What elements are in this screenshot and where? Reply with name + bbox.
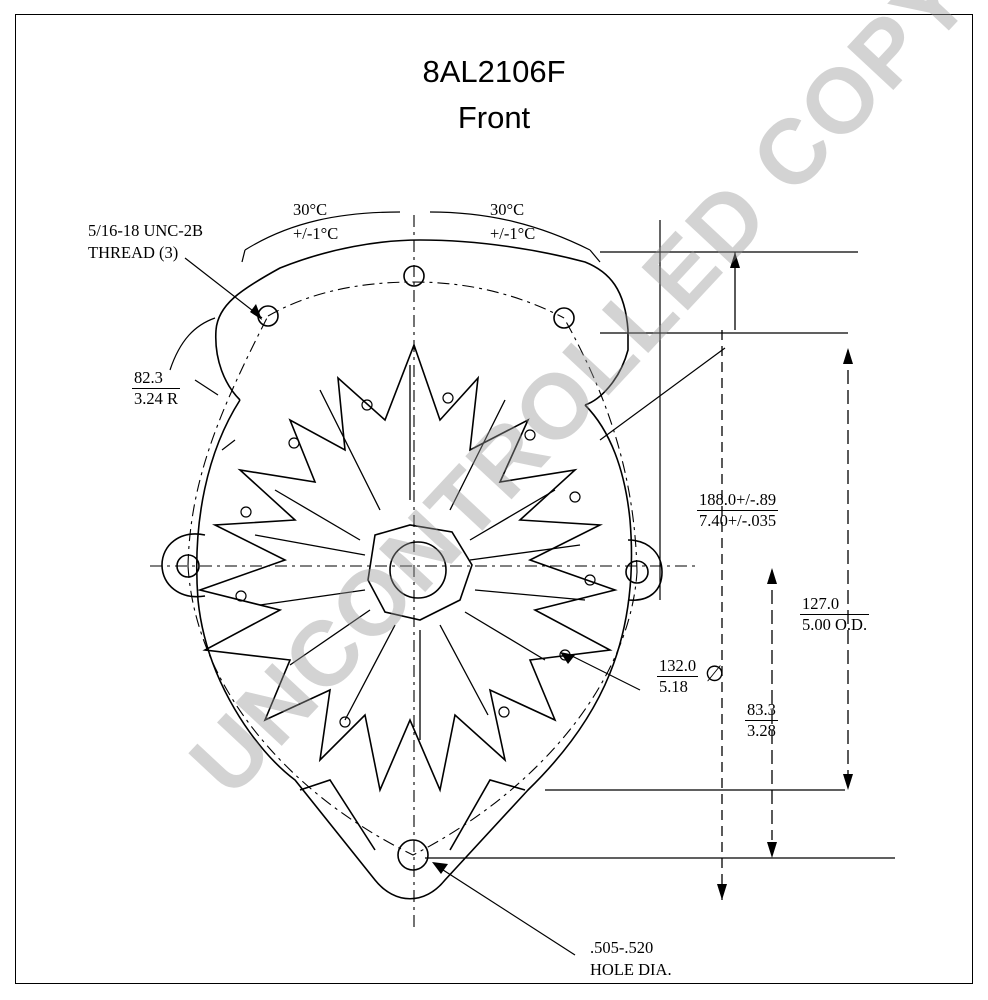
rivets [235,392,596,728]
top-mount-lug [215,239,629,406]
housing-outline [195,399,633,900]
bolt-circle-dimension: 132.0 5.18 [657,656,699,697]
bottom-hole [397,839,429,871]
left-ear [161,533,206,598]
extension-lines [425,220,895,859]
thread-count: THREAD (3) [88,243,179,262]
radius-dimension: 82.3 3.24 R [132,368,181,409]
right-thread-hole [553,307,575,329]
diameter-symbol: ∅ [705,661,725,686]
bolt-circle-imperial: 5.18 [659,677,688,696]
overall-height-imperial: 7.40+/-.035 [699,511,777,530]
view-title: Front [457,100,531,135]
radius-arc [169,317,216,371]
center-height-imperial: 3.28 [747,721,776,740]
lug-left-edge [215,329,241,401]
center-height-dimension: 83.3 3.28 [745,700,778,741]
bolt-circle-metric: 132.0 [657,656,699,677]
drawing-frame [15,14,973,984]
body-od-imperial: 5.00 O.D. [802,615,868,634]
part-number-title: 8AL2106F [422,54,566,89]
center-height-metric: 83.3 [745,700,778,721]
dimension-lines [721,252,849,900]
fan-ribs [254,365,586,740]
shaft [389,541,447,599]
body-od-dimension: 127.0 5.00 O.D. [800,594,870,635]
foot-inner [299,779,526,851]
angle-right-tolerance: +/-1°C [490,224,536,243]
thread-spec: 5/16-18 UNC-2B [88,221,204,240]
right-ear [627,539,663,601]
angle-arcs [241,211,601,263]
angle-left-value: 30°C [293,200,328,219]
overall-height-metric: 188.0+/-.89 [697,490,779,511]
hole-diameter-value: .505-.520 [590,938,654,957]
angle-left-tolerance: +/-1°C [293,224,339,243]
center-lines [150,215,700,930]
angle-right-value: 30°C [490,200,525,219]
fan-star [197,342,618,793]
body-od-metric: 127.0 [800,594,870,615]
arrowheads [250,252,853,900]
overall-height-dimension: 188.0+/-.89 7.40+/-.035 [697,490,779,531]
leader-lines [184,257,726,956]
pulley-hub [367,524,473,621]
hole-diameter-label: HOLE DIA. [590,960,672,979]
radius-imperial: 3.24 R [134,389,179,408]
radius-metric: 82.3 [132,368,181,389]
